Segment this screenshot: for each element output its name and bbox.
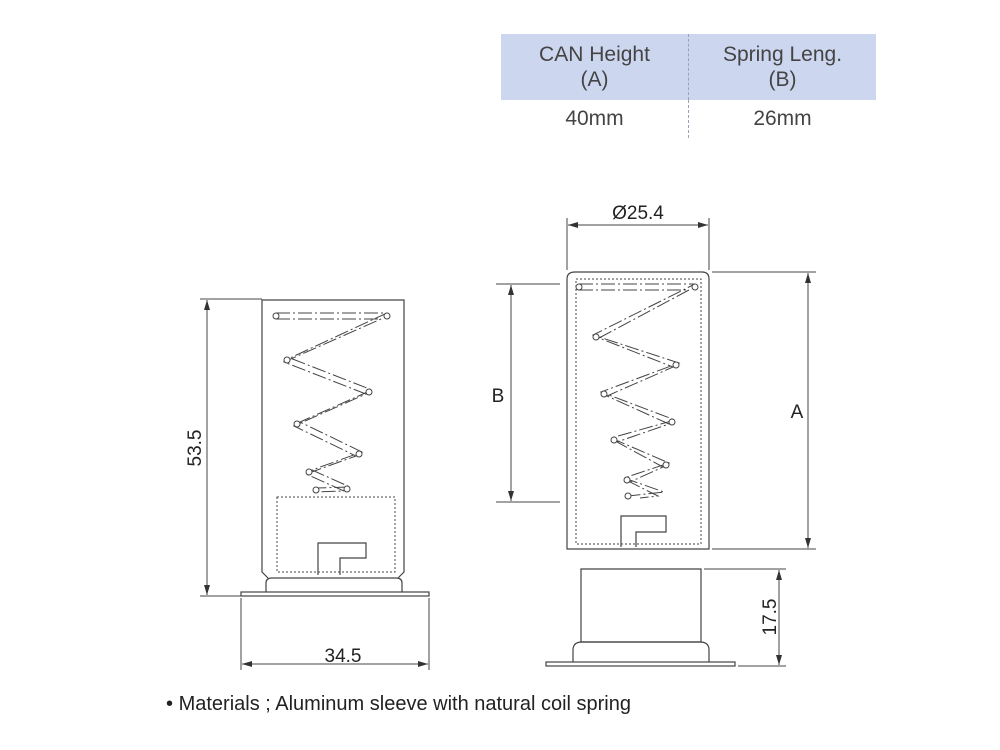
left-view — [240, 299, 430, 597]
spring-length-label: B — [492, 386, 505, 407]
height-dim-label: 53.5 — [185, 430, 206, 467]
header-can-height-symbol: (A) — [580, 68, 609, 91]
right-base-body — [580, 568, 702, 643]
value-can-height: 40mm — [565, 107, 624, 130]
left-coil-spring — [276, 312, 388, 493]
left-inner-cavity — [276, 496, 396, 573]
right-base — [545, 568, 736, 667]
right-inner-liner — [575, 278, 702, 545]
note-bullet: • — [166, 693, 174, 715]
left-can-body — [261, 299, 405, 579]
header-can-height: CAN Height (A) — [501, 34, 689, 100]
base-height-dim-label: 17.5 — [760, 599, 781, 636]
can-height-label: A — [791, 402, 804, 423]
right-coil-ends — [575, 283, 699, 500]
header-can-height-title: CAN Height — [539, 43, 650, 66]
left-coil-ends — [272, 312, 391, 494]
header-spring-length: Spring Leng. (B) — [688, 34, 876, 100]
left-bracket — [317, 542, 367, 575]
spec-table: CAN Height (A) Spring Leng. (B) 40mm 26m… — [501, 34, 876, 138]
note-text: Materials ; Aluminum sleeve with natural… — [178, 693, 631, 715]
base-width-dim-label: 34.5 — [325, 646, 362, 667]
spec-table-header-row: CAN Height (A) Spring Leng. (B) — [501, 34, 876, 100]
materials-note: • Materials ; Aluminum sleeve with natur… — [166, 693, 631, 716]
right-base-plate — [545, 661, 736, 667]
right-can-body — [566, 271, 710, 550]
left-dimensions — [200, 298, 430, 670]
header-spring-length-title: Spring Leng. — [722, 43, 843, 66]
left-base-collar — [265, 577, 403, 592]
right-base-collar — [572, 641, 710, 662]
spec-table-value-row: 40mm 26mm — [501, 100, 876, 138]
header-spring-length-symbol: (B) — [768, 68, 797, 91]
left-base-plate — [240, 591, 430, 597]
right-coil-spring — [579, 283, 696, 499]
right-bracket — [620, 515, 667, 547]
value-spring-length: 26mm — [688, 100, 876, 138]
diameter-dim-label: Ø25.4 — [612, 203, 664, 224]
right-dimensions — [496, 218, 816, 667]
right-view — [566, 271, 710, 550]
